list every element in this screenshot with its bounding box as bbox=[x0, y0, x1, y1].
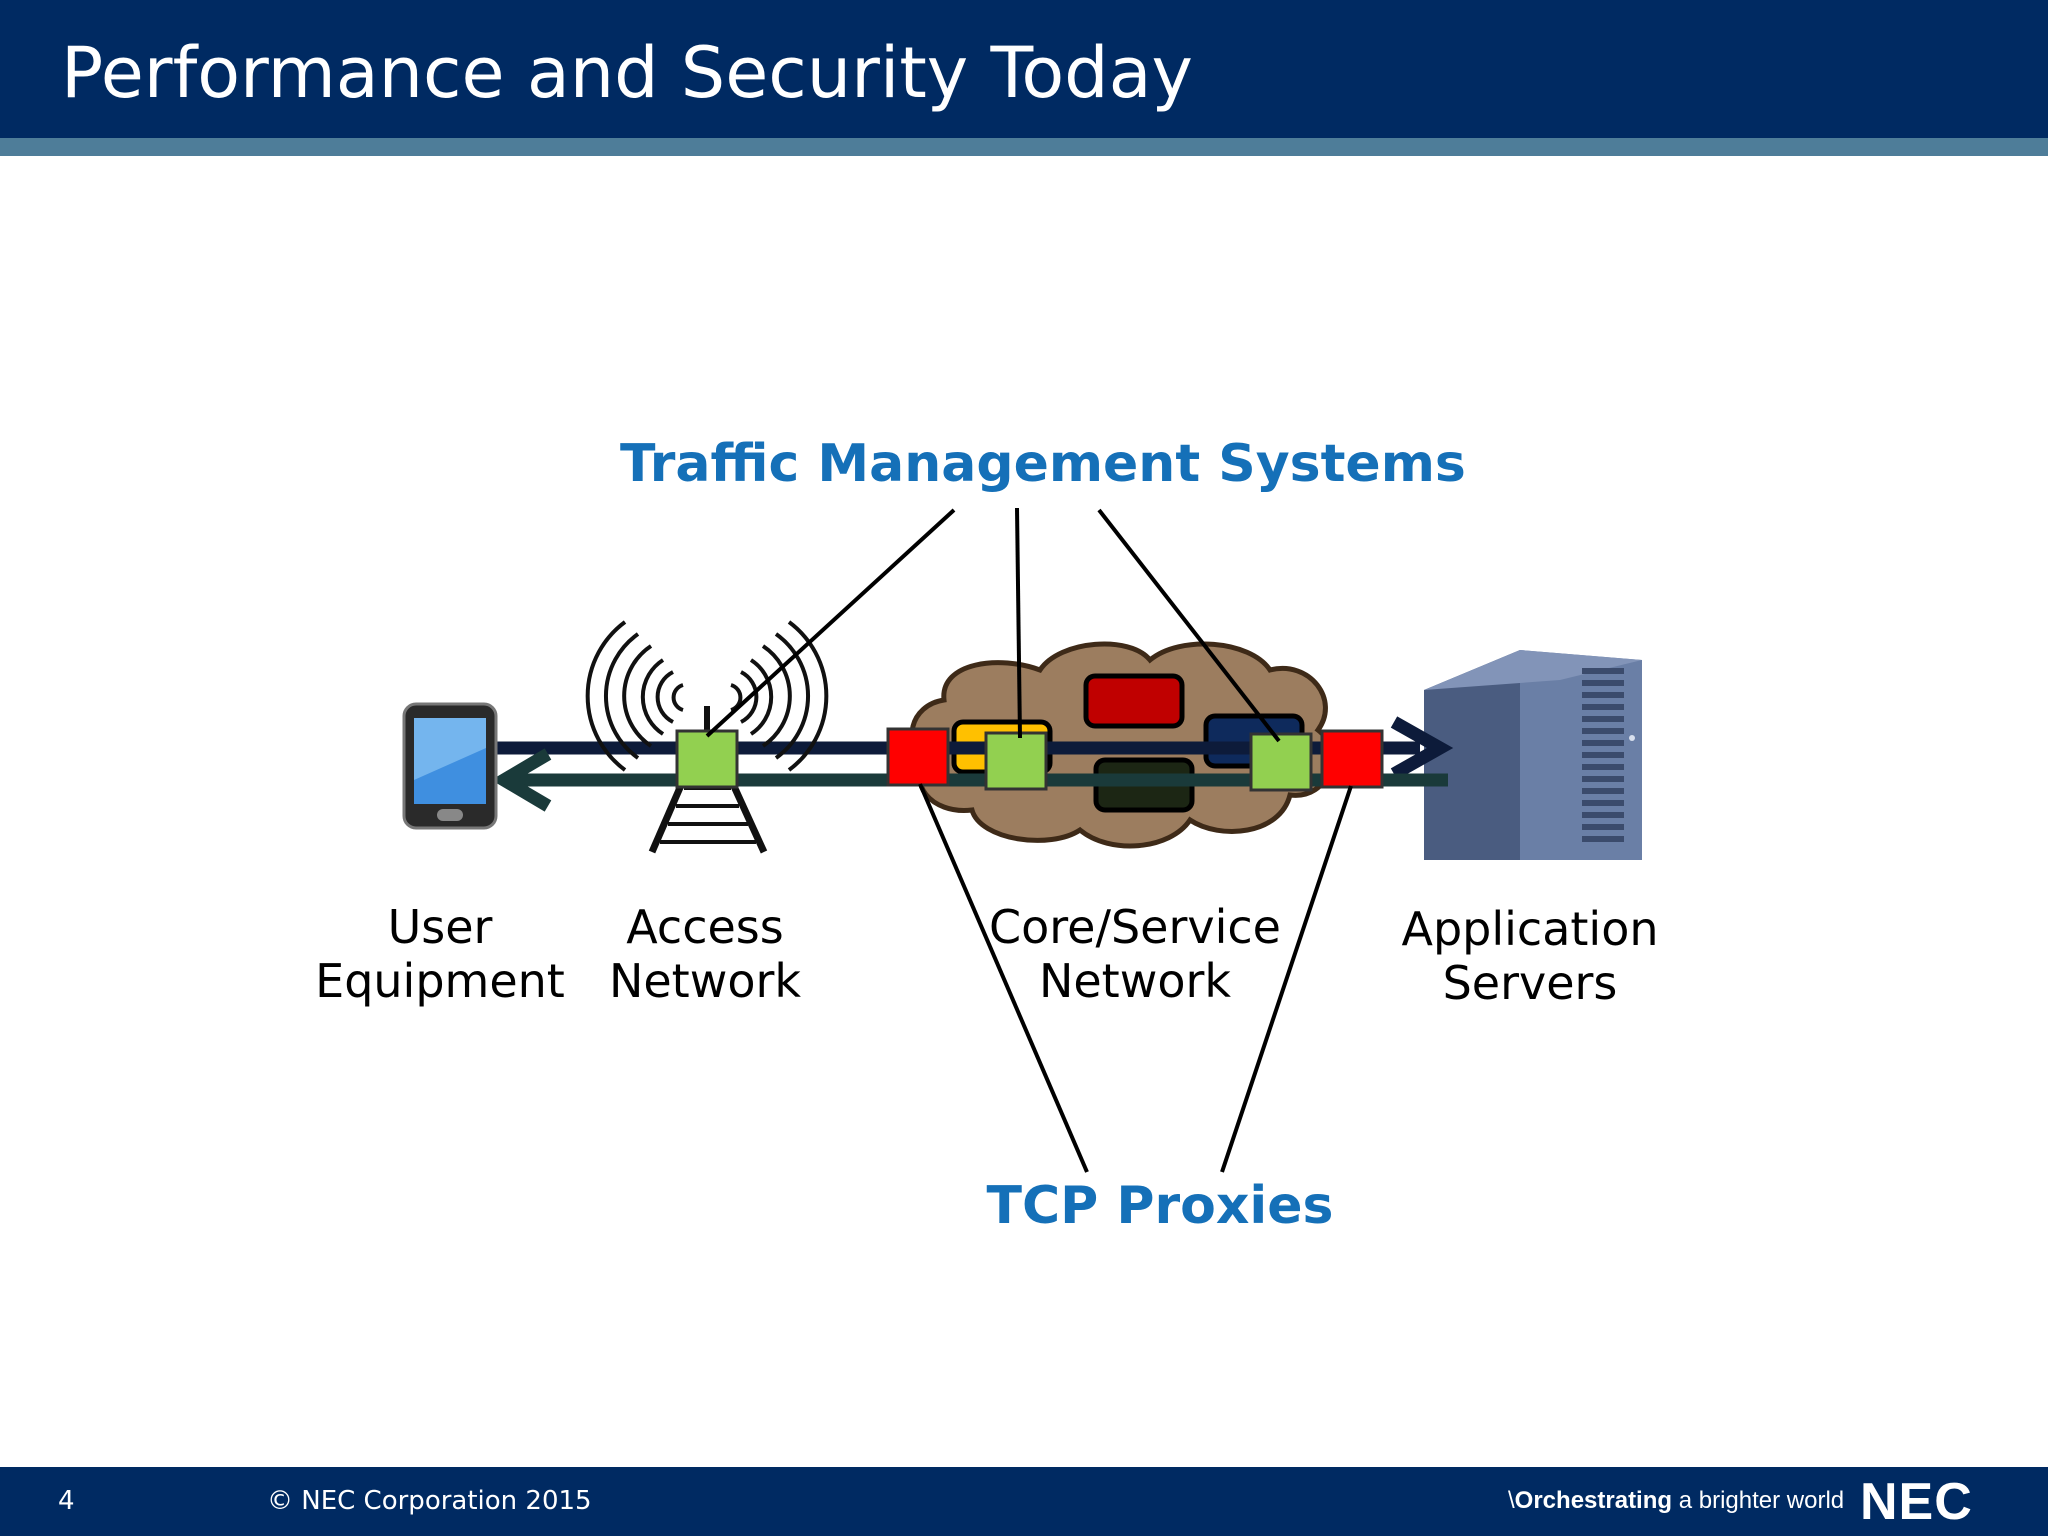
tagline: \Orchestrating a brighter world bbox=[1508, 1487, 1845, 1514]
slide-header bbox=[0, 0, 2048, 138]
nec-logo: NEC bbox=[1860, 1473, 1973, 1531]
traffic-management-boxes bbox=[675, 729, 1313, 792]
tagline-bold: Orchestrating bbox=[1514, 1487, 1673, 1514]
tcp-proxy-box-right bbox=[1320, 729, 1384, 789]
slide-title: Performance and Security Today bbox=[61, 32, 1193, 114]
server-icon bbox=[1424, 650, 1642, 860]
tcp-proxy-boxes bbox=[886, 727, 1384, 789]
slide-footer bbox=[0, 1467, 2048, 1536]
tms-box-core-2 bbox=[1249, 732, 1313, 792]
phone-icon bbox=[402, 702, 498, 830]
tms-box-access bbox=[675, 729, 739, 789]
tms-box-core-1 bbox=[984, 731, 1048, 791]
tagline-rest: a brighter world bbox=[1672, 1487, 1845, 1514]
copyright-notice: © NEC Corporation 2015 bbox=[267, 1486, 592, 1516]
callout-lines bbox=[705, 507, 1353, 1173]
tcp-proxy-box-left bbox=[886, 727, 950, 787]
tcp-proxies-label: TCP Proxies bbox=[986, 1176, 1334, 1236]
header-stripe bbox=[0, 138, 2048, 156]
page-number: 4 bbox=[58, 1486, 75, 1516]
traffic-management-systems-label: Traffic Management Systems bbox=[620, 434, 1466, 494]
